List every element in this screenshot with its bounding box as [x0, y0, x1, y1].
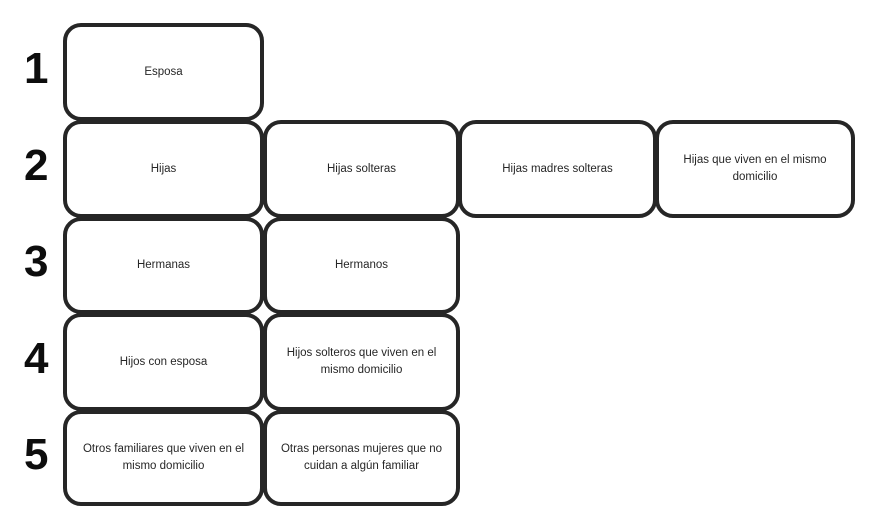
node-hijas-solteras[interactable]: Hijas solteras [263, 120, 460, 218]
node-hijas-mismo-domicilio[interactable]: Hijas que viven en el mismo domicilio [655, 120, 855, 218]
row-number-1: 1 [24, 44, 48, 93]
node-hijos-solteros-mismo-domicilio[interactable]: Hijos solteros que viven en el mismo dom… [263, 313, 460, 411]
node-otras-personas-mujeres[interactable]: Otras personas mujeres que no cuidan a a… [263, 410, 460, 506]
row-number-5: 5 [24, 430, 48, 479]
node-hermanas[interactable]: Hermanas [63, 217, 264, 314]
node-label: Hijas solteras [326, 162, 397, 175]
row-number-4: 4 [24, 334, 48, 383]
node-label: Hijas [150, 162, 177, 175]
node-label: Hijos con esposa [119, 355, 208, 368]
row-number-2: 2 [24, 141, 48, 190]
node-hijos-con-esposa[interactable]: Hijos con esposa [63, 313, 264, 411]
node-label: Esposa [144, 65, 183, 78]
node-hermanos[interactable]: Hermanos [263, 217, 460, 314]
node-label: Otros familiares que viven en el mismo d… [82, 443, 245, 472]
node-label: Hijas que viven en el mismo domicilio [683, 154, 827, 183]
node-hijas[interactable]: Hijas [63, 120, 264, 218]
node-label: Hermanos [334, 259, 389, 272]
node-hijas-madres-solteras[interactable]: Hijas madres solteras [458, 120, 657, 218]
node-label: Otras personas mujeres que no cuidan a a… [280, 443, 443, 472]
node-label: Hijas madres solteras [502, 162, 613, 175]
node-label: Hermanas [136, 259, 191, 272]
node-label: Hijos solteros que viven en el mismo dom… [286, 347, 437, 376]
node-esposa[interactable]: Esposa [63, 23, 264, 121]
row-number-3: 3 [24, 237, 48, 286]
node-otros-familiares-mismo-domicilio[interactable]: Otros familiares que viven en el mismo d… [63, 410, 264, 506]
